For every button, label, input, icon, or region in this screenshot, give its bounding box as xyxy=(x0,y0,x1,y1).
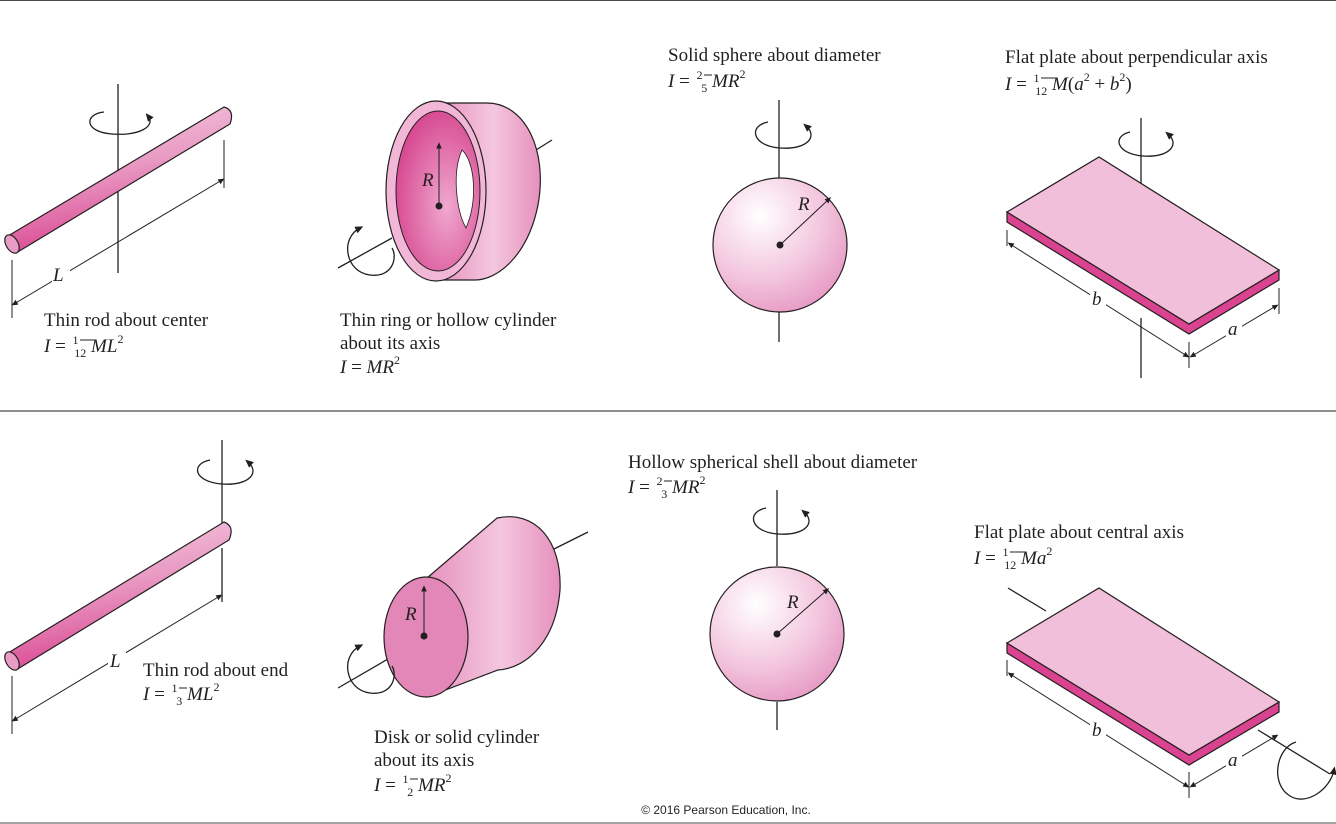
rod-body xyxy=(7,106,233,254)
rotation-axis-front xyxy=(1257,729,1331,775)
rotation-arrow-icon xyxy=(1118,131,1174,157)
rod-body xyxy=(7,521,232,671)
dim-R: R xyxy=(786,592,799,613)
rotation-arrow-icon xyxy=(752,507,810,535)
plate-central-title: Flat plate about central axis xyxy=(974,522,1184,543)
dim-L: L xyxy=(52,265,64,286)
ring-title-2: about its axis xyxy=(340,333,440,354)
dim-b: b xyxy=(1092,720,1102,741)
disk-title-1: Disk or solid cylinder xyxy=(374,727,540,748)
plate-central-diagram: b a xyxy=(1005,587,1336,800)
rod-center-diagram: L xyxy=(4,84,233,318)
disk-formula: I = 1 2 MR2 xyxy=(373,767,451,801)
disk-title-2: about its axis xyxy=(374,750,474,771)
dim-a: a xyxy=(1228,750,1238,771)
rotation-arrow-icon xyxy=(89,111,154,135)
rotation-arrow-icon xyxy=(347,226,395,276)
dim-a: a xyxy=(1228,319,1238,340)
rotation-axis-right xyxy=(547,531,589,553)
rotation-arrow-icon xyxy=(754,121,812,149)
plate-perp-diagram: b a xyxy=(1005,118,1281,378)
rotation-arrow-icon xyxy=(1277,741,1336,800)
radius-line xyxy=(779,197,832,246)
ring-title-1: Thin ring or hollow cylinder xyxy=(340,310,557,331)
plate-perp-formula: I = 1 12 M(a2 + b2) xyxy=(1004,66,1132,100)
ring-diagram: R xyxy=(337,100,553,282)
rotation-arrow-icon xyxy=(347,644,395,694)
dim-L: L xyxy=(109,651,121,672)
radius-line xyxy=(776,588,830,635)
rod-end-title: Thin rod about end xyxy=(143,660,289,681)
ring-inner xyxy=(395,110,481,272)
ring-formula: I = MR2 xyxy=(339,353,400,378)
plate-perp-title: Flat plate about perpendicular axis xyxy=(1005,47,1268,68)
rod-end-formula: I = 1 3 ML2 xyxy=(142,676,219,710)
solid-sphere-diagram: R xyxy=(712,100,848,342)
rotation-axis-left xyxy=(337,237,393,269)
rod-center-formula: I = 1 12 ML2 xyxy=(43,328,123,362)
disk-diagram: R xyxy=(337,516,589,698)
hollow-sphere-title: Hollow spherical shell about diameter xyxy=(628,452,918,473)
rotation-arrow-icon xyxy=(196,459,254,485)
hollow-sphere-diagram: R xyxy=(709,490,845,730)
dim-b: b xyxy=(1092,289,1102,310)
rod-end-diagram: L xyxy=(4,440,254,734)
plate-central-formula: I = 1 12 Ma2 xyxy=(973,540,1052,574)
rotation-axis-back xyxy=(1007,587,1047,612)
hollow-sphere-formula: I = 2 3 MR2 xyxy=(627,469,705,503)
rod-center-title: Thin rod about center xyxy=(44,310,209,331)
copyright: © 2016 Pearson Education, Inc. xyxy=(641,803,811,817)
dim-R: R xyxy=(797,194,810,215)
dim-R: R xyxy=(404,604,417,625)
solid-sphere-title: Solid sphere about diameter xyxy=(668,45,881,66)
length-dimension xyxy=(11,178,225,306)
dim-R: R xyxy=(421,170,434,191)
solid-sphere-formula: I = 2 5 MR2 xyxy=(667,63,745,97)
